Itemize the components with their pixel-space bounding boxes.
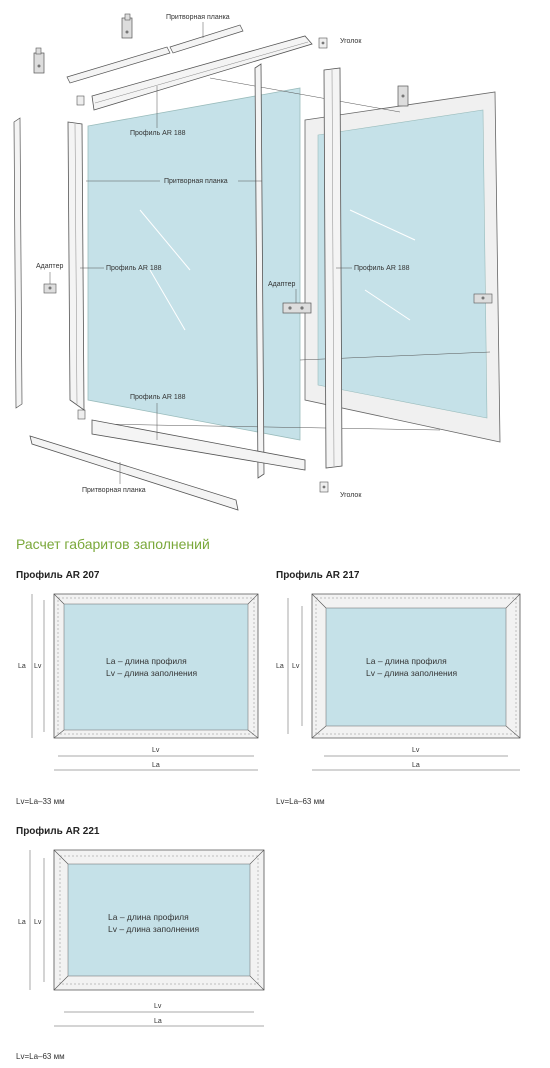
glass-reflection bbox=[364, 289, 411, 321]
dim-lv-horizontal: Lv bbox=[154, 1003, 162, 1010]
profile-title-ar207: Профиль AR 207 bbox=[16, 570, 100, 581]
miter bbox=[53, 975, 69, 991]
miter bbox=[249, 849, 265, 865]
callout: Профиль AR 188 bbox=[130, 86, 186, 137]
note-lv: Lv – длина заполнения bbox=[366, 668, 457, 678]
label-profile-top: Профиль AR 188 bbox=[130, 130, 186, 137]
callout: Притворная планка bbox=[86, 178, 262, 185]
note-la: La – длина профиля bbox=[366, 656, 447, 666]
label-ugolok-bottom: Уголок bbox=[340, 492, 362, 499]
dim-la-horizontal: La bbox=[152, 762, 160, 769]
callout: Притворная планка bbox=[166, 14, 230, 38]
label-profile-bottom: Профиль AR 188 bbox=[130, 394, 186, 401]
glass-fill bbox=[67, 863, 251, 977]
profile-title-ar221: Профиль AR 221 bbox=[16, 826, 100, 837]
miter bbox=[53, 729, 65, 739]
frame-dashed-inner bbox=[59, 855, 259, 985]
note-lv: Lv – длина заполнения bbox=[106, 668, 197, 678]
miter bbox=[505, 593, 521, 609]
profile-title-ar217: Профиль AR 217 bbox=[276, 570, 360, 581]
miter bbox=[311, 593, 327, 609]
label-pritvornaya-bottom: Притворная планка bbox=[82, 487, 146, 494]
corner-bracket-icon bbox=[77, 409, 86, 420]
frame-dashed-inner bbox=[57, 597, 255, 735]
note-lv: Lv – длина заполнения bbox=[108, 924, 199, 934]
corner-bracket-icon bbox=[76, 95, 85, 106]
pritvornaya-planka-top-2 bbox=[66, 46, 171, 84]
miter bbox=[247, 729, 259, 739]
miter bbox=[505, 725, 521, 739]
glass-panel-back bbox=[87, 87, 301, 441]
pritvornaya-planka-middle bbox=[254, 63, 265, 479]
corner-bracket-icon bbox=[318, 37, 328, 49]
miter bbox=[53, 593, 65, 605]
callout: Профиль AR 188 bbox=[130, 394, 186, 440]
profile-ar188-top bbox=[91, 35, 313, 111]
frame-diagram-ar221: La Lv Lv La La – длина профиля Lv – длин… bbox=[18, 849, 265, 1027]
label-profile-right: Профиль AR 188 bbox=[354, 265, 410, 272]
dim-la-horizontal: La bbox=[154, 1018, 162, 1025]
label-ugolok-top: Уголок bbox=[340, 38, 362, 45]
profile-edge bbox=[74, 123, 78, 405]
clip-icon bbox=[33, 47, 45, 74]
clip-icon bbox=[397, 85, 409, 107]
miter bbox=[247, 593, 259, 605]
miter bbox=[53, 849, 69, 865]
formula-ar207: Lv=La–33 мм bbox=[16, 797, 65, 806]
note-la: La – длина профиля bbox=[108, 912, 189, 922]
glass-reflection bbox=[149, 269, 186, 331]
label-profile-left: Профиль AR 188 bbox=[106, 265, 162, 272]
glass-reflection bbox=[349, 209, 416, 241]
pritvornaya-planka-bottom bbox=[29, 435, 239, 511]
pritvornaya-planka-top-1 bbox=[169, 24, 244, 54]
section-title: Расчет габаритов заполнений bbox=[16, 536, 210, 552]
label-adapter-right: Адаптер bbox=[268, 281, 295, 288]
callout: Профиль AR 188 bbox=[80, 265, 162, 272]
pritvornaya-planka-left bbox=[13, 117, 23, 409]
dim-lv-vertical: Lv bbox=[34, 919, 42, 926]
frame-dashed-inner bbox=[315, 597, 517, 735]
dim-la-horizontal: La bbox=[412, 762, 420, 769]
profile-edge bbox=[331, 69, 335, 467]
formula-ar217: Lv=La–63 мм bbox=[276, 797, 325, 806]
dim-la-vertical: La bbox=[18, 919, 26, 926]
dim-la-vertical: La bbox=[18, 663, 26, 670]
guide-line bbox=[209, 77, 401, 113]
adapter-icon bbox=[282, 302, 312, 314]
adapter-icon bbox=[473, 293, 493, 304]
dim-lv-horizontal: Lv bbox=[412, 747, 420, 754]
profile-edge bbox=[94, 41, 309, 104]
profile-ar188-bottom bbox=[91, 419, 306, 471]
callout: Притворная планка bbox=[82, 462, 146, 494]
formula-ar221: Lv=La–63 мм bbox=[16, 1052, 65, 1061]
dim-lv-vertical: Lv bbox=[34, 663, 42, 670]
corner-bracket-icon bbox=[319, 481, 329, 493]
glass-fill bbox=[325, 607, 507, 727]
frame-diagram-ar217: La Lv Lv La La – длина профиля Lv – длин… bbox=[276, 593, 521, 771]
dim-lv-horizontal: Lv bbox=[152, 747, 160, 754]
guide-line bbox=[95, 423, 441, 431]
exploded-view-diagram: Притворная планка Уголок Профиль AR 188 … bbox=[13, 13, 501, 511]
dim-lv-vertical: Lv bbox=[292, 663, 300, 670]
frame-diagram-ar207: La Lv Lv La La – длина профиля Lv – длин… bbox=[18, 593, 259, 771]
glass-fill bbox=[63, 603, 249, 731]
clip-icon bbox=[121, 13, 133, 39]
miter bbox=[311, 725, 327, 739]
label-adapter-left: Адаптер bbox=[36, 263, 63, 270]
glass-panel-right bbox=[317, 109, 488, 419]
callout: Профиль AR 188 bbox=[336, 265, 410, 272]
adapter-icon bbox=[43, 283, 57, 294]
miter bbox=[249, 975, 265, 991]
glass-reflection bbox=[139, 209, 191, 271]
note-la: La – длина профиля bbox=[106, 656, 187, 666]
dim-la-vertical: La bbox=[276, 663, 284, 670]
label-pritvornaya-mid: Притворная планка bbox=[164, 178, 228, 185]
label-pritvornaya-top: Притворная планка bbox=[166, 14, 230, 21]
